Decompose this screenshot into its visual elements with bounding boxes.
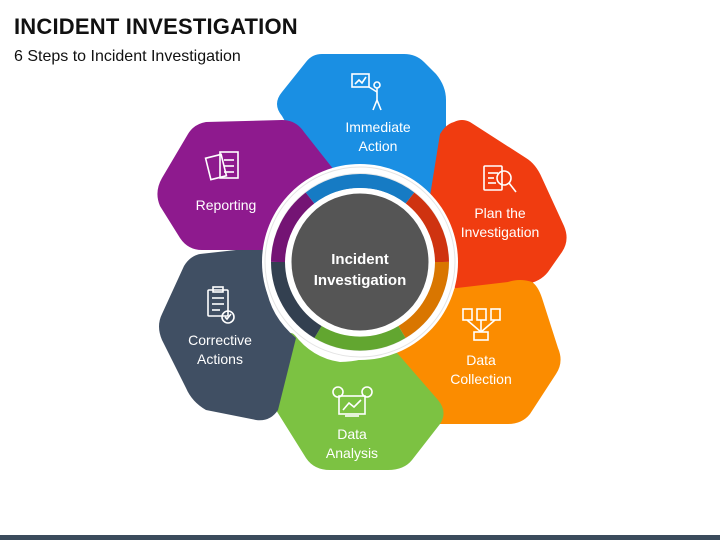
step-label-line1: Data [337,426,367,442]
step-label-line2: Investigation [461,224,540,240]
bottom-accent-bar [0,535,720,540]
center-label-line1: Incident [331,251,389,268]
ring-segment-data-analysis [314,325,406,351]
step-label-line2: Actions [197,351,243,367]
center-label-line2: Investigation [314,272,407,289]
step-label-line1: Data [466,352,496,368]
step-label-line1: Corrective [188,332,252,348]
step-label-line1: Reporting [196,197,257,213]
ring-segment-reporting [271,192,315,263]
page-subtitle: 6 Steps to Incident Investigation [14,48,241,65]
step-petal [430,120,567,295]
ring-segment-corrective-actions [271,261,322,339]
step-label-line2: Action [359,138,398,154]
data-network-icon [462,308,501,341]
ring-segment-data-collection [398,261,449,339]
document-magnifier-icon [483,165,517,193]
step-label-line2: Analysis [326,445,378,461]
analytics-screen-icon [332,386,373,417]
step-petal [268,332,444,470]
step-label-line1: Plan the [474,205,526,221]
step-data-analysis: Data Analysis [268,332,444,470]
step-plan-the-investigation: Plan the Investigation [430,120,567,295]
page-title: INCIDENT INVESTIGATION [14,14,298,39]
ring-segment-plan [405,192,449,263]
checklist-icon [207,286,235,324]
center-hub [288,190,432,334]
reports-icon [204,151,239,181]
step-corrective-actions: Corrective Actions [159,248,296,421]
step-label-line1: Immediate [345,119,411,135]
presentation-person-icon [351,73,382,111]
center-ring-outline [264,166,456,358]
ring-segment-immediate-action [305,174,415,204]
step-petal [159,248,296,421]
step-label-line2: Collection [450,371,511,387]
